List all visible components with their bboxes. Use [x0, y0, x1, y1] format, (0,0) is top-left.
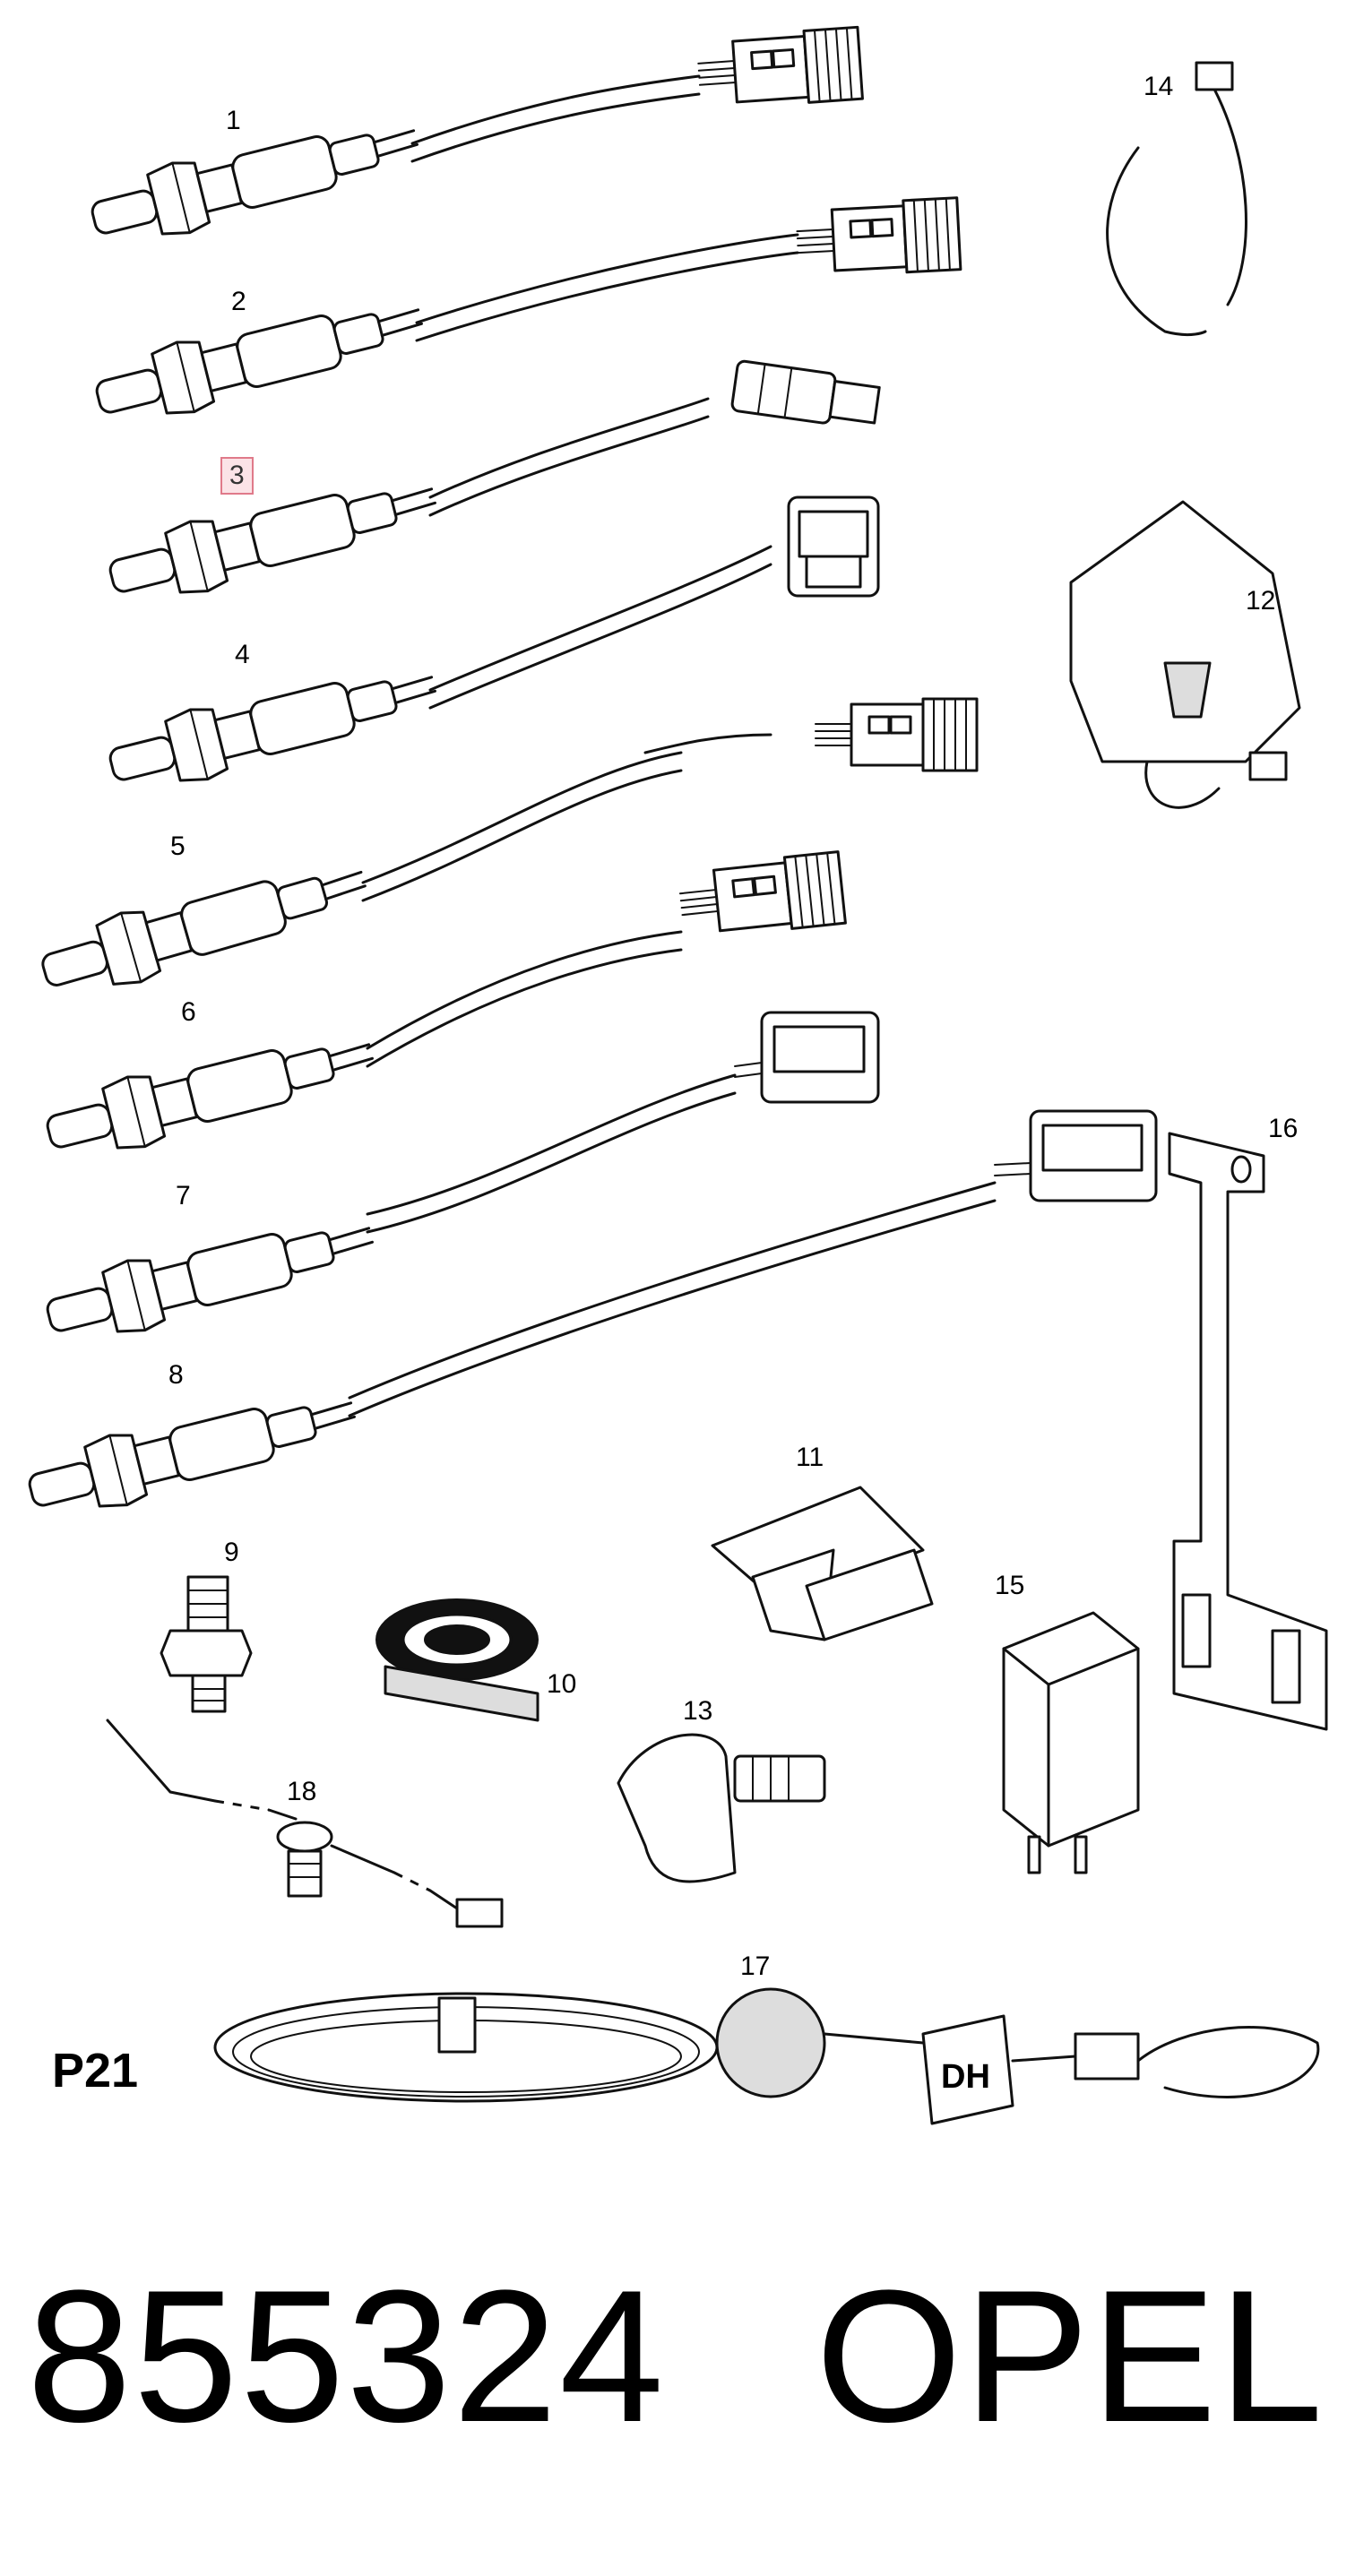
- insulating-tape: [375, 1598, 539, 1722]
- oxygen-sensor-3: [101, 359, 881, 615]
- cable-tie: [1106, 61, 1247, 337]
- callout-6: 6: [181, 997, 196, 1027]
- cable-clip-11: [711, 1486, 934, 1641]
- callout-14: 14: [1144, 72, 1174, 101]
- callout-13: 13: [683, 1696, 713, 1726]
- callout-4: 4: [235, 640, 250, 669]
- callout-9: 9: [224, 1538, 239, 1567]
- plug-marking: DH: [941, 2058, 990, 2096]
- oxygen-sensor-6: [39, 850, 847, 1170]
- callout-5: 5: [170, 831, 186, 861]
- brand-name: OPEL: [816, 2251, 1325, 2461]
- bracket-clip: [1069, 500, 1301, 809]
- relay: [1002, 1611, 1140, 1874]
- callout-11: 11: [796, 1443, 824, 1472]
- callout-1: 1: [226, 106, 241, 135]
- callout-18: 18: [287, 1777, 317, 1806]
- cable-clip-13: [617, 1733, 826, 1883]
- callout-15: 15: [995, 1571, 1025, 1600]
- oxygen-sensor-1: [83, 25, 864, 256]
- callout-7: 7: [176, 1181, 191, 1210]
- stud-bolt: [160, 1575, 253, 1713]
- wiring-harness: DH: [213, 1987, 1320, 2125]
- oxygen-sensor-7: [39, 1011, 880, 1354]
- oxygen-sensor-5: [33, 697, 979, 1008]
- part-number: 855324: [27, 2251, 666, 2461]
- oxygen-sensor-2: [88, 196, 962, 435]
- callout-17: 17: [740, 1951, 771, 1981]
- callout-8: 8: [168, 1360, 184, 1390]
- callout-16: 16: [1268, 1114, 1299, 1143]
- sheet-code: P21: [52, 2044, 139, 2098]
- callout-12: 12: [1246, 586, 1276, 616]
- oxygen-sensor-8: [21, 1109, 1158, 1529]
- ground-wire: [106, 1719, 504, 1928]
- oxygen-sensor-4: [101, 495, 880, 803]
- mounting-bracket: [1168, 1132, 1328, 1731]
- callout-10: 10: [547, 1669, 577, 1699]
- callout-3: 3: [220, 457, 254, 495]
- callout-2: 2: [231, 287, 246, 316]
